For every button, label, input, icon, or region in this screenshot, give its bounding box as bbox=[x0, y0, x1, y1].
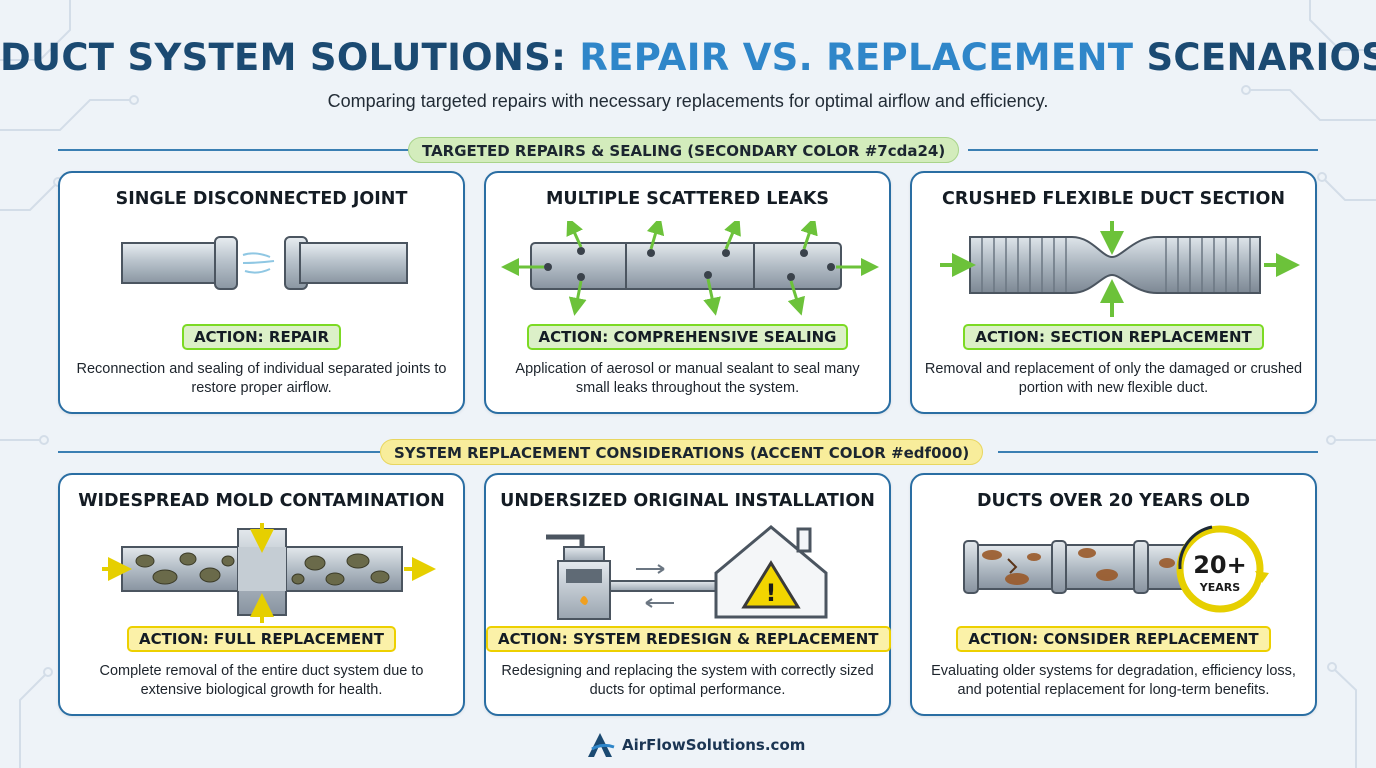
card-title: DUCTS OVER 20 YEARS OLD bbox=[976, 491, 1251, 511]
airflow-logo-icon bbox=[588, 733, 615, 757]
card-title: CRUSHED FLEXIBLE DUCT SECTION bbox=[942, 189, 1285, 209]
scenario-card: DUCTS OVER 20 YEARS OLD 20+ YEARS ACTION… bbox=[910, 473, 1317, 716]
svg-text:!: ! bbox=[766, 579, 777, 607]
disconnected-joint-icon bbox=[121, 236, 408, 290]
action-badge: ACTION: FULL REPLACEMENT bbox=[127, 626, 396, 652]
title-part-2: SCENARIOS bbox=[1133, 36, 1376, 79]
card-description: Application of aerosol or manual sealant… bbox=[515, 361, 860, 396]
title-part-1: DUCT SYSTEM SOLUTIONS: bbox=[0, 36, 580, 79]
scenario-card: MULTIPLE SCATTERED LEAKS ACTION: COMPREH… bbox=[484, 171, 891, 414]
card-description: Removal and replacement of only the dama… bbox=[924, 361, 1303, 396]
scattered-leaks-icon bbox=[501, 221, 879, 316]
mold-duct-icon bbox=[102, 523, 436, 623]
crushed-flex-duct-icon bbox=[940, 221, 1300, 317]
footer-brand: AirFlowSolutions.com bbox=[586, 730, 805, 760]
section-divider-left bbox=[58, 149, 408, 151]
section-label-repairs: TARGETED REPAIRS & SEALING (SECONDARY CO… bbox=[408, 137, 960, 163]
old-rusty-duct-icon: 20+ YEARS bbox=[963, 525, 1269, 613]
scenario-card: SINGLE DISCONNECTED JOINT ACTION: REPAIR… bbox=[58, 171, 465, 414]
action-badge: ACTION: CONSIDER REPLACEMENT bbox=[956, 626, 1271, 652]
action-badge: ACTION: COMPREHENSIVE SEALING bbox=[526, 324, 849, 350]
title-highlight: REPAIR VS. REPLACEMENT bbox=[579, 36, 1134, 79]
age-badge-number: 20+ bbox=[1193, 551, 1247, 579]
furnace-house-warning-icon: ! bbox=[546, 525, 828, 620]
age-badge-unit: YEARS bbox=[1199, 581, 1240, 594]
card-description: Complete removal of the entire duct syst… bbox=[99, 663, 424, 698]
page-subtitle: Comparing targeted repairs with necessar… bbox=[327, 91, 1049, 111]
card-title: SINGLE DISCONNECTED JOINT bbox=[115, 189, 408, 209]
section-divider-right bbox=[998, 451, 1318, 453]
card-title: UNDERSIZED ORIGINAL INSTALLATION bbox=[500, 491, 875, 511]
card-description: Evaluating older systems for degradation… bbox=[931, 663, 1296, 698]
card-description: Reconnection and sealing of individual s… bbox=[76, 361, 447, 396]
scenario-card: WIDESPREAD MOLD CONTAMINATION ACTION: FU… bbox=[58, 473, 465, 716]
action-badge: ACTION: SECTION REPLACEMENT bbox=[963, 324, 1264, 350]
section-label-replacement: SYSTEM REPLACEMENT CONSIDERATIONS (ACCEN… bbox=[380, 439, 984, 465]
card-title: MULTIPLE SCATTERED LEAKS bbox=[545, 189, 830, 209]
action-badge: ACTION: REPAIR bbox=[181, 324, 342, 350]
scenario-card: CRUSHED FLEXIBLE DUCT SECTION ACTION: SE… bbox=[910, 171, 1317, 414]
action-badge: ACTION: SYSTEM REDESIGN & REPLACEMENT bbox=[486, 626, 891, 652]
page-title: DUCT SYSTEM SOLUTIONS: REPAIR VS. REPLAC… bbox=[0, 36, 1376, 79]
section-divider-left bbox=[58, 451, 380, 453]
card-title: WIDESPREAD MOLD CONTAMINATION bbox=[78, 491, 445, 511]
footer-brand-name: AirFlowSolutions.com bbox=[622, 736, 806, 754]
card-description: Redesigning and replacing the system wit… bbox=[501, 663, 874, 698]
section-divider-right bbox=[968, 149, 1318, 151]
scenario-card: UNDERSIZED ORIGINAL INSTALLATION ! ACTIO… bbox=[484, 473, 891, 716]
